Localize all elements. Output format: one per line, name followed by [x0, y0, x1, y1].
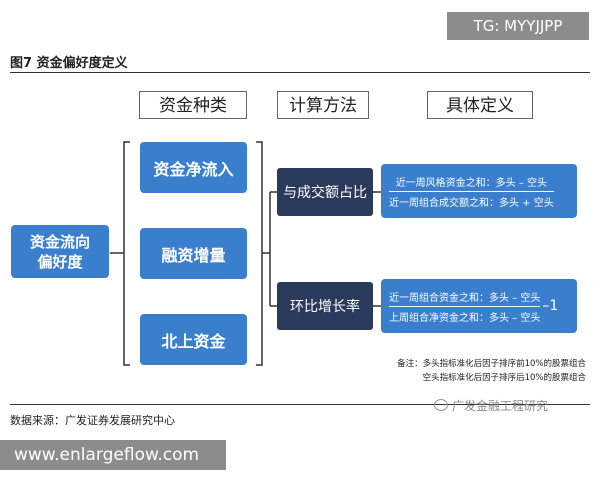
type-net-inflow: 资金净流入: [140, 142, 247, 193]
source-rule: [10, 404, 590, 405]
wechat-icon: [434, 399, 448, 411]
brand-label: 广发金融工程研究: [452, 399, 549, 413]
formula-growth: 近一周组合资金之和：多头 – 空头 上周组合净资金之和：多头 – 空头 –1: [381, 279, 577, 333]
watermark-bottom: www.enlargeflow.com: [0, 440, 226, 470]
formula-growth-denominator: 上周组合净资金之和：多头 – 空头: [389, 312, 541, 324]
type-margin-increment: 融资增量: [140, 228, 247, 279]
root-fund-preference: 资金流向 偏好度: [11, 225, 109, 278]
type-northbound: 北上资金: [140, 314, 247, 365]
root-line-2: 偏好度: [37, 252, 83, 271]
method-growth-rate: 环比增长率: [277, 282, 373, 330]
figure-title: 图7 资金偏好度定义: [10, 56, 128, 71]
formula-ratio: 近一周风格资金之和：多头 – 空头 近一周组合成交额之和：多头 + 空头: [381, 164, 577, 218]
formula-ratio-denominator: 近一周组合成交额之和：多头 + 空头: [389, 197, 554, 209]
header-definition: 具体定义: [427, 91, 533, 119]
formula-ratio-numerator: 近一周风格资金之和：多头 – 空头: [395, 177, 548, 189]
header-fund-type: 资金种类: [139, 91, 247, 119]
note-line-2: 空头指标准化后因子排序后10%的股票组合: [422, 373, 586, 383]
watermark-top: TG: MYYJJPP: [447, 12, 589, 40]
formula-growth-fraction-line: [389, 305, 541, 307]
data-source: 数据来源：广发证券发展研究中心: [10, 414, 175, 427]
header-method: 计算方法: [277, 91, 369, 119]
note-line-1: 备注：多头指标准化后因子排序前10%的股票组合: [397, 359, 586, 369]
formula-growth-suffix: –1: [542, 298, 559, 314]
root-line-1: 资金流向: [29, 232, 90, 251]
formula-growth-numerator: 近一周组合资金之和：多头 – 空头: [389, 292, 541, 304]
brand-watermark: 广发金融工程研究: [434, 397, 548, 414]
title-rule: [10, 72, 590, 73]
formula-ratio-fraction-line: [389, 190, 554, 192]
method-turnover-ratio: 与成交额占比: [277, 168, 373, 216]
